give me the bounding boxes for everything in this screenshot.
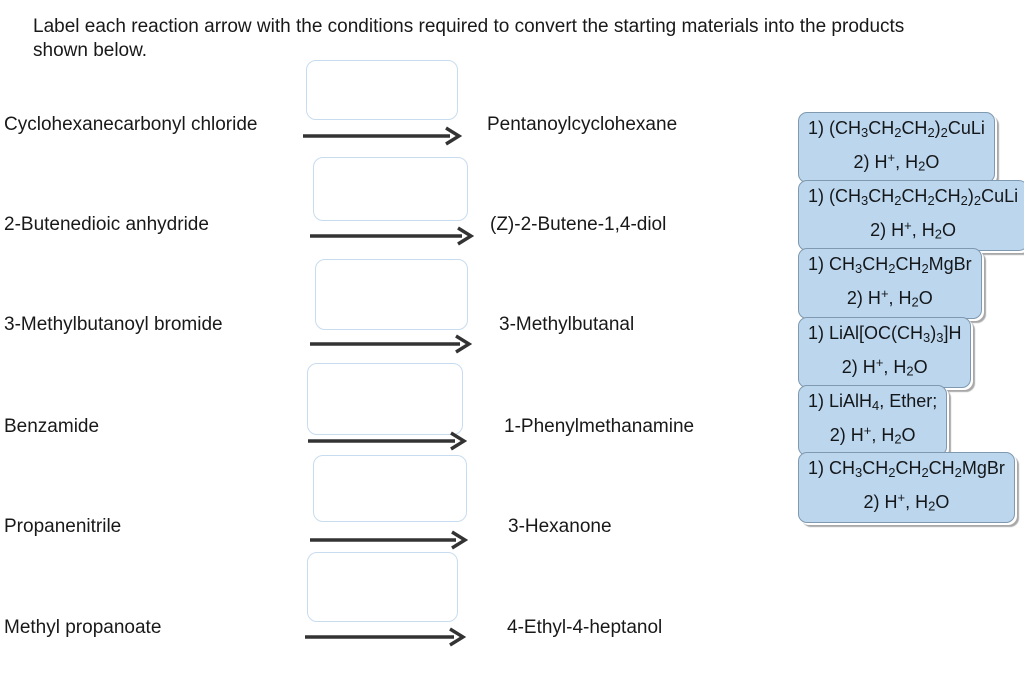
- product-label-row5: 3-Hexanone: [508, 516, 612, 537]
- conditions-drop-zone-row6[interactable]: [307, 552, 458, 622]
- reaction-arrow-row4: [308, 431, 467, 451]
- conditions-drop-zone-row3[interactable]: [315, 259, 468, 330]
- product-label-row6: 4-Ethyl-4-heptanol: [507, 617, 663, 638]
- instructions-line2: shown below.: [33, 40, 148, 61]
- reagent-tile-5[interactable]: 1) LiAlH4, Ether;2) H+, H2O: [798, 385, 948, 456]
- product-label-row3: 3-Methylbutanal: [499, 314, 635, 335]
- conditions-drop-zone-row4[interactable]: [307, 363, 463, 435]
- reaction-arrow-row1: [303, 126, 462, 146]
- product-label-row1: Pentanoylcyclohexane: [487, 114, 678, 135]
- reactant-label-row1: Cyclohexanecarbonyl chloride: [4, 114, 258, 135]
- instructions-line1: Label each reaction arrow with the condi…: [33, 16, 905, 37]
- instructions: Label each reaction arrow with the condi…: [33, 15, 904, 63]
- conditions-drop-zone-row2[interactable]: [313, 157, 468, 221]
- reactant-label-row6: Methyl propanoate: [4, 617, 162, 638]
- reaction-arrow-row6: [305, 627, 466, 647]
- conditions-drop-zone-row5[interactable]: [313, 455, 467, 522]
- reactant-label-row2: 2-Butenedioic anhydride: [4, 214, 209, 235]
- reactant-label-row3: 3-Methylbutanoyl bromide: [4, 314, 223, 335]
- reaction-arrow-row3: [310, 334, 472, 354]
- reaction-arrow-row2: [310, 226, 474, 246]
- product-label-row2: (Z)-2-Butene-1,4-diol: [490, 214, 667, 235]
- conditions-drop-zone-row1[interactable]: [306, 60, 458, 120]
- reactant-label-row5: Propanenitrile: [4, 516, 122, 537]
- product-label-row4: 1-Phenylmethanamine: [504, 416, 695, 437]
- reaction-arrow-row5: [310, 530, 468, 550]
- reactant-label-row4: Benzamide: [4, 416, 100, 437]
